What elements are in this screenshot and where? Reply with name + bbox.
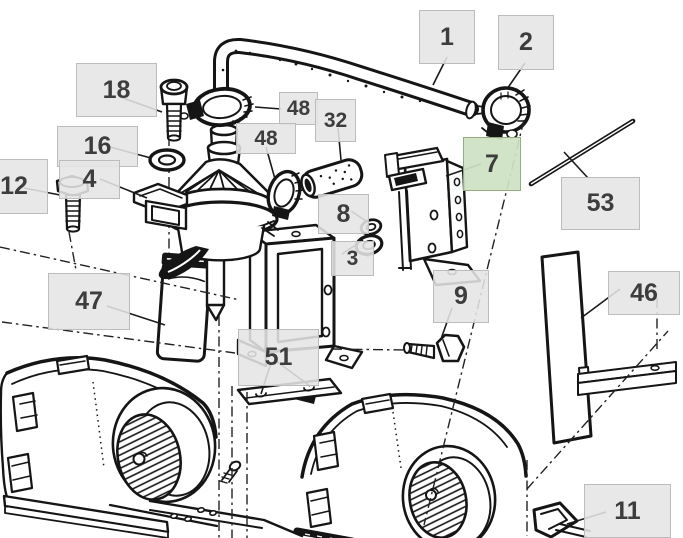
callout-46[interactable]: 46 [608,271,680,315]
callout-51[interactable]: 51 [238,329,319,386]
callout-2[interactable]: 2 [498,15,554,70]
callout-1[interactable]: 1 [419,10,475,64]
hose-part-1 [213,37,494,120]
blower-housing-left-part [0,354,219,538]
clip-part-11 [532,501,591,538]
band-tab [6,354,91,494]
bracket-part-4 [132,182,189,231]
panel-part-46 [540,250,677,445]
washer-part-16 [148,148,186,172]
callout-11[interactable]: 11 [584,484,671,538]
callout-48-upper[interactable]: 48 [279,92,318,125]
band-tab [305,392,395,529]
callout-32[interactable]: 32 [315,99,356,142]
blower-wheel-left [116,413,182,501]
blower-wheel-right [408,461,468,538]
callout-8[interactable]: 8 [318,194,369,234]
callout-3[interactable]: 3 [331,241,374,276]
bolt-part-18 [159,78,189,142]
callout-9[interactable]: 9 [433,270,489,323]
callout-4[interactable]: 4 [59,160,120,199]
hose-clamp-part-2 [481,86,531,140]
callout-48-lower[interactable]: 48 [236,123,296,154]
callout-12[interactable]: 12 [0,159,48,214]
bolt-part-9 [403,333,466,363]
callout-47[interactable]: 47 [48,273,130,330]
small-bolt-part [219,460,242,484]
callout-53[interactable]: 53 [561,177,640,230]
blower-housing-right-part [300,392,530,538]
rod-part-53 [528,118,636,187]
hose-clamp-part-48-upper [179,86,254,128]
callout-7[interactable]: 7 [463,137,521,191]
axis-line [68,231,77,271]
hose-part-32 [300,158,364,199]
bracket-part-7 [384,146,482,287]
callout-18[interactable]: 18 [76,63,157,117]
hose-clamp-part-48-lower [266,169,304,220]
mount-rail-left-part [2,494,170,538]
